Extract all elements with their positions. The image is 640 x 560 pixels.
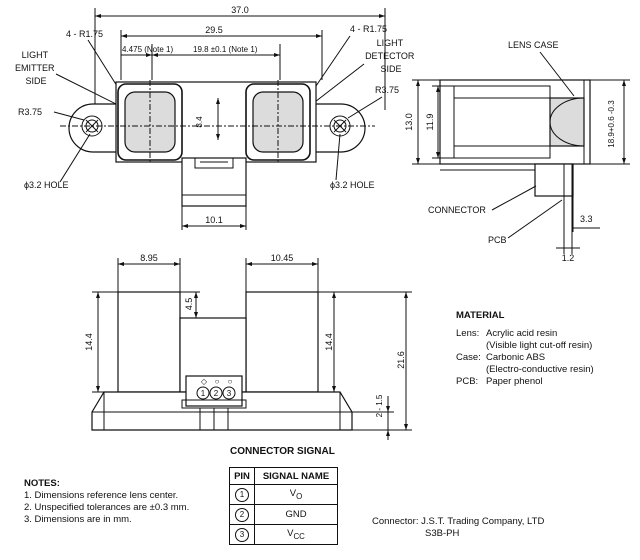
dim-hole-spacing: 29.5 — [205, 25, 223, 35]
material-heading: MATERIAL — [456, 310, 505, 321]
hole-right-label: ϕ3.2 HOLE — [330, 180, 375, 190]
dim-front-right-height: 14.4 — [324, 333, 334, 351]
top-view: 37.0 29.5 4.475 (Note 1) 19.8 ±0.1 (Note… — [15, 5, 417, 230]
dim-front-left-width: 8.95 — [140, 253, 158, 263]
dim-note1-left: 4.475 (Note 1) — [122, 45, 173, 54]
signal-subscript: CC — [293, 531, 305, 541]
pin-1-label: 1 — [201, 389, 206, 398]
pin-1-marker — [196, 386, 210, 400]
connector-label: CONNECTOR — [428, 205, 486, 215]
pcb-label: PCB — [488, 235, 507, 245]
signal-name: GND — [285, 509, 307, 520]
hole-left-label: ϕ3.2 HOLE — [24, 180, 69, 190]
side-view: LENS CASE 13.0 11.9 18.9+0.6 -0.3 CONNEC… — [404, 40, 630, 263]
material-lens-sub: (Visible light cut-off resin) — [486, 340, 593, 351]
detector-side-label: LIGHT DETECTOR SIDE — [365, 38, 417, 74]
dim-overall-width: 37.0 — [231, 5, 249, 15]
pin-number: 2 — [235, 507, 249, 522]
r-left-label: R3.75 — [18, 107, 42, 117]
table-row: 2 GND — [229, 504, 338, 525]
connector-info-line2: S3B-PH — [425, 528, 460, 539]
emitter-side-label: LIGHT EMITTER SIDE — [15, 50, 57, 86]
dim-side-12: 1.2 — [562, 253, 575, 263]
dim-side-right: 18.9+0.6 -0.3 — [607, 100, 616, 148]
connector-info-line1: Connector: J.S.T. Trading Company, LTD — [372, 516, 545, 527]
svg-text:○: ○ — [228, 377, 233, 386]
dim-side-inner: 11.9 — [425, 114, 435, 131]
connector-info: Connector: J.S.T. Trading Company, LTD S… — [372, 516, 544, 540]
pin-number: 3 — [235, 527, 249, 542]
signal-name: V — [287, 528, 294, 540]
dim-connector-width: 10.1 — [205, 215, 223, 225]
svg-text:◇: ◇ — [201, 377, 208, 386]
dim-note1-right: 19.8 ±0.1 (Note 1) — [193, 45, 258, 54]
note-item: 2. Unspecified tolerances are ±0.3 mm. — [24, 502, 190, 513]
table-row: 3 VCC — [229, 524, 338, 545]
lens-case-label: LENS CASE — [508, 40, 559, 50]
radius-left-label: 4 - R1.75 — [66, 29, 103, 39]
dim-side-33: 3.3 — [580, 214, 593, 224]
notes-heading: NOTES: — [24, 478, 60, 489]
table-header-row: PIN SIGNAL NAME — [229, 467, 338, 485]
notes-block: NOTES: 1. Dimensions reference lens cent… — [24, 478, 189, 526]
signal-name: V — [289, 488, 297, 500]
col-signal-header: SIGNAL NAME — [254, 467, 338, 485]
material-block: MATERIAL Lens: Acrylic acid resin (Visibl… — [456, 310, 594, 388]
pin-2-marker — [209, 386, 223, 400]
material-lens-key: Lens: — [456, 328, 480, 339]
connector-signal-title: CONNECTOR SIGNAL — [230, 446, 335, 457]
dim-side-outer: 13.0 — [404, 113, 414, 131]
pin-3-label: 3 — [227, 389, 232, 398]
signal-subscript: O — [296, 491, 303, 501]
material-pcb-value: Paper phenol — [486, 376, 543, 387]
svg-text:○: ○ — [215, 377, 220, 386]
material-case-key: Case: — [456, 352, 481, 363]
radius-right-label: 4 - R1.75 — [350, 24, 387, 34]
pin-3-marker — [222, 386, 236, 400]
col-pin-header: PIN — [229, 467, 255, 485]
dim-front-base: 2 - 1.5 — [375, 394, 384, 417]
material-case-value: Carbonic ABS — [486, 352, 546, 363]
dim-front-gap: 4.5 — [184, 298, 194, 311]
table-row: 1 VO — [229, 484, 338, 505]
pin-2-label: 2 — [214, 389, 219, 398]
dim-front-total: 21.6 — [396, 351, 406, 369]
material-lens-value: Acrylic acid resin — [486, 328, 558, 339]
left-mounting-ear — [68, 103, 122, 153]
material-pcb-key: PCB: — [456, 376, 479, 387]
dim-front-left-height: 14.4 — [84, 333, 94, 351]
dim-lens-height: 8.4 — [195, 116, 204, 128]
connector-signal-table: PIN SIGNAL NAME 1 VO 2 GND 3 VCC — [229, 467, 338, 545]
note-item: 1. Dimensions reference lens center. — [24, 490, 179, 501]
dim-front-right-width: 10.45 — [271, 253, 294, 263]
material-case-sub: (Electro-conductive resin) — [486, 364, 594, 375]
front-view: 8.95 10.45 1 2 3 ◇ ○ ○ — [84, 253, 412, 440]
r-right-label: R3.75 — [375, 85, 399, 95]
pin-number: 1 — [235, 487, 249, 502]
note-item: 3. Dimensions are in mm. — [24, 514, 132, 525]
